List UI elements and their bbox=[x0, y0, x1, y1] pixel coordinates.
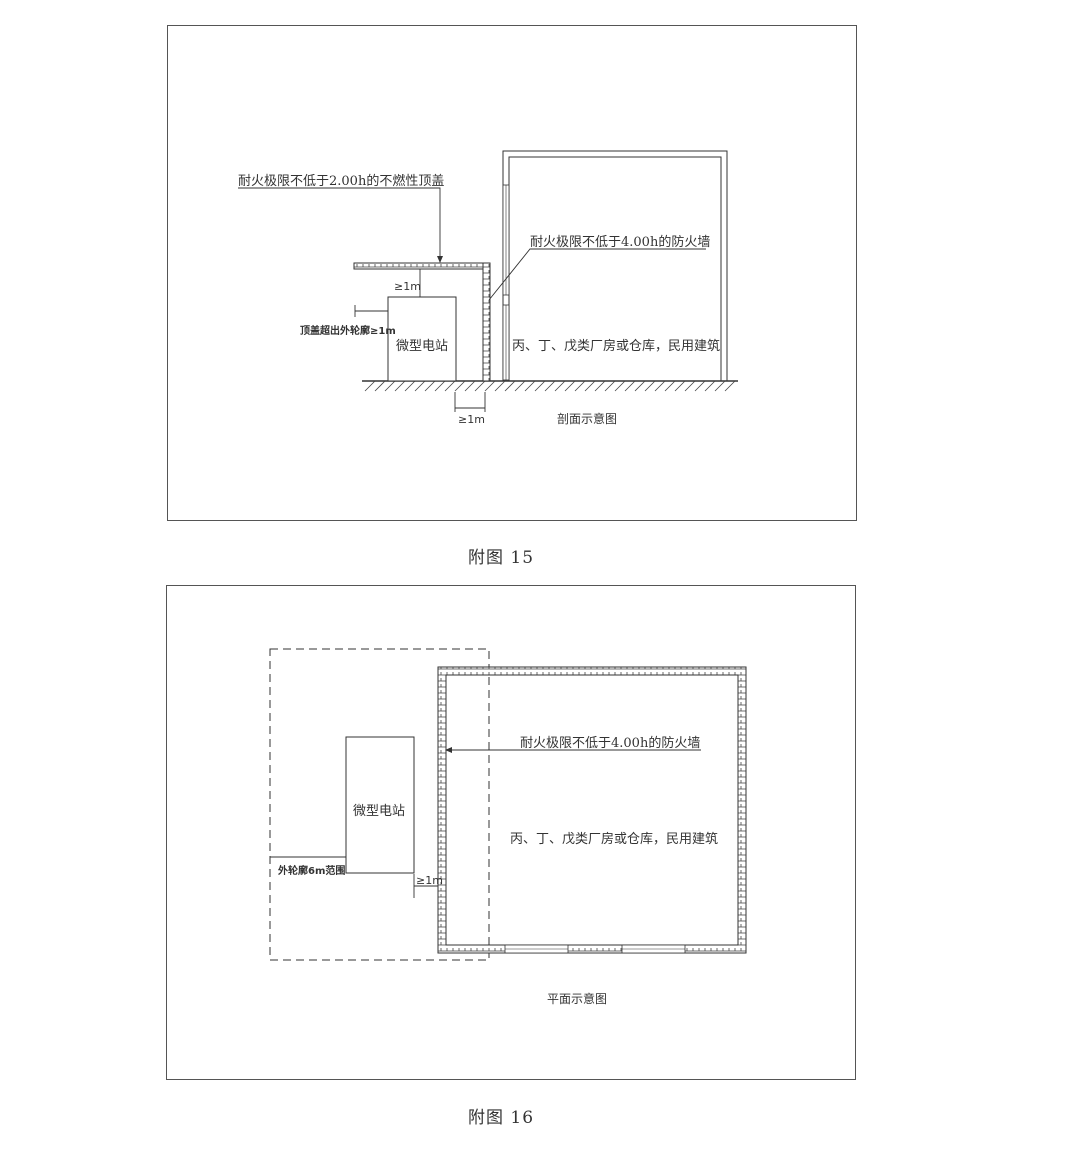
range-label: 外轮廓6m范围 bbox=[277, 864, 345, 877]
gap-vertical-label: ≥1m bbox=[394, 280, 421, 293]
roof-slab bbox=[353, 262, 490, 270]
range-dashed-outline bbox=[269, 648, 490, 961]
gap-label: ≥1m bbox=[416, 874, 443, 887]
roof-label: 耐火极限不低于2.00h的不燃性顶盖 bbox=[238, 173, 444, 189]
micro-station-box bbox=[387, 296, 457, 382]
ground-hatch bbox=[364, 380, 736, 392]
figure-15-caption: 附图 15 bbox=[468, 548, 535, 568]
view-label: 平面示意图 bbox=[547, 991, 607, 1006]
section-diagram: 耐火极限不低于2.00h的不燃性顶盖 耐火极限不低于4.00h的防火墙 ≥1m … bbox=[238, 150, 738, 426]
roof-leader bbox=[238, 187, 441, 262]
station-label: 微型电站 bbox=[353, 804, 405, 819]
firewall-label: 耐火极限不低于4.00h的防火墙 bbox=[520, 735, 700, 751]
building-walls bbox=[437, 666, 747, 954]
gap-horizontal-label: ≥1m bbox=[458, 413, 485, 426]
overhang-label: 顶盖超出外轮廓≥1m bbox=[300, 324, 396, 337]
figure-15-frame bbox=[167, 25, 857, 521]
view-label: 剖面示意图 bbox=[557, 411, 617, 426]
station-label: 微型电站 bbox=[396, 339, 448, 354]
firewall-leader bbox=[488, 248, 706, 301]
plan-diagram: 耐火极限不低于4.00h的防火墙 微型电站 丙、丁、戊类厂房或仓库，民用建筑 外… bbox=[269, 648, 747, 1006]
firewall-label: 耐火极限不低于4.00h的防火墙 bbox=[530, 234, 710, 250]
figure-16-caption: 附图 16 bbox=[468, 1108, 535, 1128]
micro-station-box bbox=[345, 736, 415, 874]
building-label: 丙、丁、戊类厂房或仓库，民用建筑 bbox=[512, 338, 720, 354]
building-label: 丙、丁、戊类厂房或仓库，民用建筑 bbox=[510, 831, 718, 847]
fire-wall bbox=[482, 262, 491, 382]
